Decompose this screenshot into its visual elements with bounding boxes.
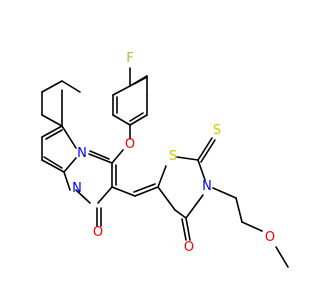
bond — [61, 80, 81, 93]
bond — [174, 209, 187, 219]
atom-label-ether-oxygen: O — [125, 137, 135, 152]
bond — [88, 153, 113, 164]
bond — [133, 76, 148, 85]
bond — [43, 156, 63, 169]
atom-label-fluorine: F — [126, 51, 133, 66]
bond — [63, 171, 71, 191]
bond — [61, 125, 77, 149]
molecule-structure: F O N N O S S N O O — [41, 51, 289, 268]
bond — [197, 159, 206, 181]
thiazolidinone-ring — [133, 137, 216, 241]
methoxypropyl-chain — [212, 187, 289, 268]
bond — [129, 114, 148, 126]
atom-label-carbonyl-oxygen-left: O — [93, 225, 103, 240]
bond — [45, 129, 63, 140]
bond — [212, 187, 237, 199]
bond — [241, 221, 263, 232]
bond — [157, 165, 167, 188]
atom-label-methoxy-oxygen: O — [265, 230, 275, 245]
bond — [197, 137, 213, 161]
atom-label-carbonyl-oxygen-right: O — [184, 240, 194, 255]
bond — [112, 85, 131, 96]
bond — [176, 156, 199, 161]
bond — [89, 150, 110, 160]
atom-label-pyrimidine-n-ring: N — [72, 181, 82, 196]
bond — [185, 194, 204, 219]
bond — [75, 189, 91, 204]
bond — [41, 125, 63, 138]
fluorophenyl-ring — [112, 67, 148, 140]
atom-label-thione-sulfur: S — [213, 123, 221, 138]
bond — [235, 197, 243, 223]
bond — [181, 218, 187, 241]
bond — [41, 80, 63, 93]
bond — [157, 186, 176, 211]
bond — [200, 139, 216, 163]
bond — [185, 217, 191, 241]
bond — [97, 186, 113, 204]
pyridopyrimidinone-core — [41, 80, 136, 227]
molecule-canvas: F O N N O S S N O O — [41, 51, 289, 268]
bond — [112, 114, 131, 126]
bond — [111, 186, 136, 197]
atom-label-pyrimidine-n-top: N — [77, 146, 87, 161]
atom-labels: F O N N O S S N O O — [72, 51, 275, 255]
atom-label-thiazolidine-nitrogen: N — [202, 179, 212, 194]
atom-label-ring-sulfur: S — [169, 149, 177, 164]
bond — [63, 157, 77, 173]
bond — [41, 114, 63, 127]
bond — [129, 112, 144, 122]
bond — [111, 149, 124, 164]
bond — [134, 186, 159, 197]
bond — [41, 159, 65, 173]
bond — [275, 246, 289, 268]
bond — [133, 183, 156, 193]
